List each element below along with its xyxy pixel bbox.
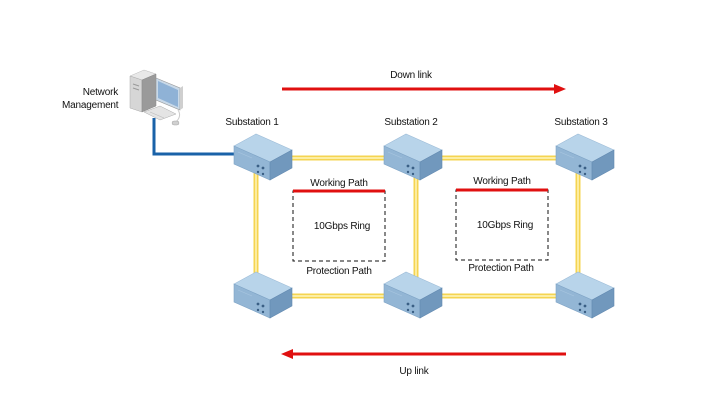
switch-substation-1-bottom [233,271,293,319]
switch-substation-2-top [383,133,443,181]
switch-substation-2-bottom [383,271,443,319]
network-management-line-1: Network [82,87,118,98]
up-link-label: Up link [399,366,429,377]
down-link-label: Down link [390,70,432,81]
ring-2-working-path-label: Working Path [473,176,531,187]
down-link-arrow [282,84,566,94]
ring-1-protection-path-label: Protection Path [306,266,372,277]
substation-3-label: Substation 3 [554,117,608,128]
fiber-links [253,155,581,299]
substation-2-label: Substation 2 [384,117,438,128]
ring-1-working-path-label: Working Path [310,178,368,189]
ring-1-title: 10Gbps Ring [313,221,371,232]
ring-2-protection-path-label: Protection Path [468,263,534,274]
network-management-label: Network Management [62,86,119,112]
computer-icon [129,69,183,126]
management-link [152,118,240,156]
ring-2-title: 10Gbps Ring [476,220,534,231]
network-management-line-2: Management [62,100,119,111]
switch-substation-1-top [233,133,293,181]
switch-substation-3-top [555,133,615,181]
switch-substation-3-bottom [555,271,615,319]
up-link-arrow [281,349,566,359]
substation-1-label: Substation 1 [225,117,279,128]
